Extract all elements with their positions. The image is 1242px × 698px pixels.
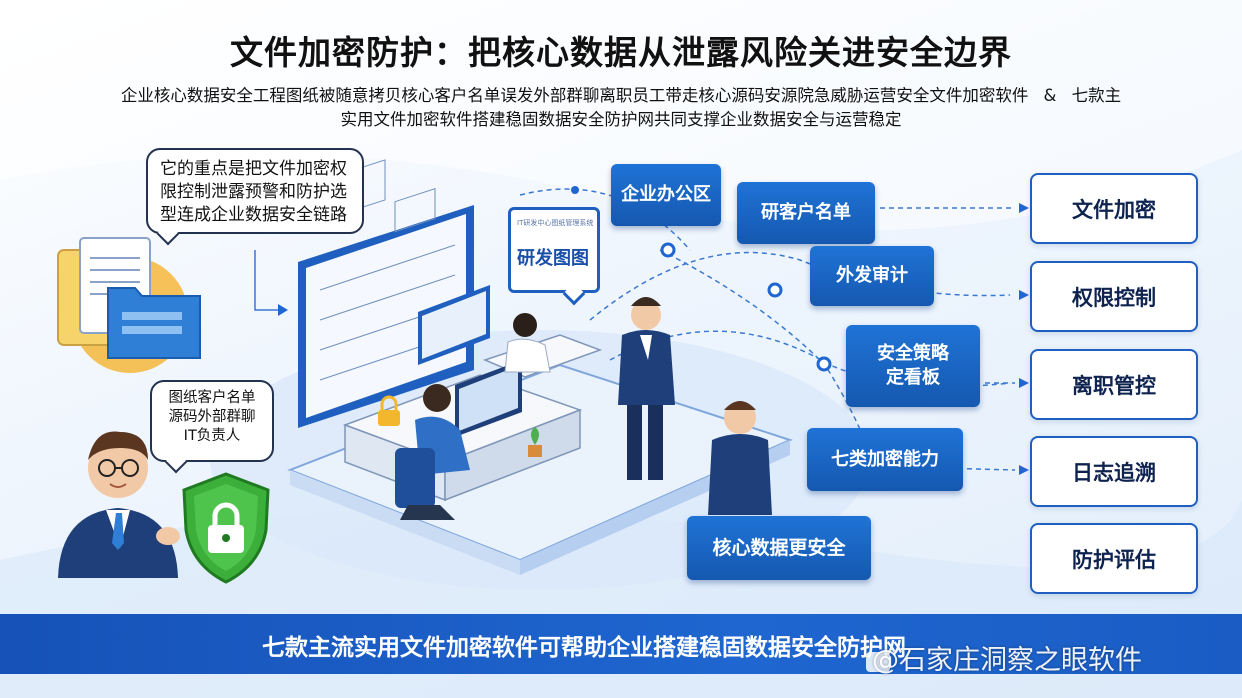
page-title: 文件加密防护：把核心数据从泄露风险关进安全边界 (230, 33, 1012, 72)
sign-title: 研发图图 (517, 248, 589, 269)
sign-caption: IT研发中心图纸管理系统 (517, 219, 594, 227)
bottom-banner-text: 七款主流实用文件加密软件可帮助企业搭建稳固数据安全防护网 (262, 635, 906, 661)
node-office-area: 企业办公区 (611, 164, 721, 226)
arrow-icons (1019, 203, 1029, 475)
bottom-banner (0, 614, 1242, 674)
speech-bubble-top: 它的重点是把文件加密权限控制泄露预警和防护选型连成企业数据安全链路 (146, 148, 364, 234)
shield-lock-icon (182, 472, 270, 584)
watermark-text: @石家庄洞察之眼软件 (872, 645, 1142, 676)
it-manager-avatar (58, 431, 180, 578)
node-seven-capabilities: 七类加密能力 (807, 428, 963, 491)
node-core-data-safer: 核心数据更安全 (687, 516, 871, 580)
node-policy-line-2: 定看板 (886, 367, 940, 388)
watermark-logo-icon (866, 652, 890, 672)
rd-drawing-sign: IT研发中心图纸管理系统 研发图图 (508, 207, 600, 293)
feature-box: 日志追溯 (1030, 436, 1198, 507)
feature-box: 权限控制 (1030, 261, 1198, 332)
node-client-list: 研客户名单 (737, 182, 875, 244)
arrow-right-icon (278, 304, 288, 316)
feature-box: 离职管控 (1030, 349, 1198, 420)
speech-bubble-it: 图纸客户名单 源码外部群聊 IT负责人 (150, 380, 274, 462)
bubble-line: 源码外部群聊 (168, 409, 256, 425)
node-outbound-audit: 外发审计 (810, 246, 934, 306)
bubble-line: IT负责人 (183, 428, 241, 444)
subtitle-line-1: 企业核心数据安全工程图纸被随意拷贝核心客户名单误发外部群聊离职员工带走核心源码安… (120, 86, 1122, 105)
bubble-line: 图纸客户名单 (168, 390, 256, 406)
subtitle-line-2: 实用文件加密软件搭建稳固数据安全防护网共同支撑企业数据安全与运营稳定 (340, 110, 902, 129)
feature-box: 防护评估 (1030, 523, 1198, 594)
page-subtitle: 企业核心数据安全工程图纸被随意拷贝核心客户名单误发外部群聊离职员工带走核心源码安… (100, 84, 1142, 132)
folder-icon (57, 237, 201, 373)
feature-box: 文件加密 (1030, 173, 1198, 244)
node-policy-dashboard: 安全策略 定看板 (846, 325, 980, 407)
node-policy-line-1: 安全策略 (877, 343, 949, 364)
